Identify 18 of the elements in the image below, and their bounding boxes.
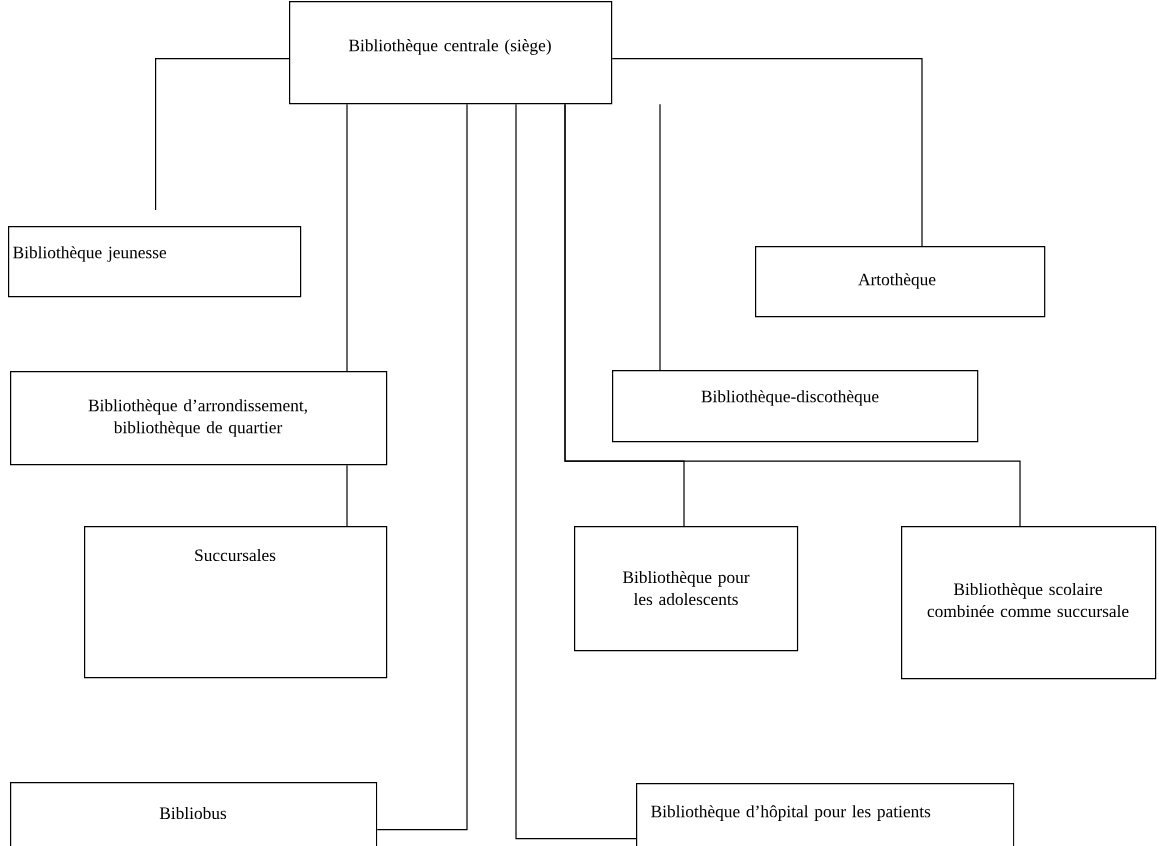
- library-box: Bibliothèque jeunesse: [8, 226, 302, 298]
- library-box: Bibliothèque centrale (siège): [289, 1, 613, 105]
- library-box: Bibliothèque d’arrondissement, bibliothèque de quartier: [10, 371, 388, 466]
- connector: [611, 58, 923, 247]
- connector: [346, 464, 348, 527]
- connector: [659, 103, 661, 371]
- connector: [515, 103, 637, 840]
- connector: [376, 103, 468, 831]
- connector: [564, 103, 1021, 527]
- connector: [346, 103, 348, 372]
- connector: [155, 58, 290, 211]
- library-box: Bibliothèque pour les adolescents: [574, 526, 799, 652]
- library-box: Bibliobus: [10, 782, 378, 846]
- library-box: Bibliothèque scolaire combinée comme succursale: [901, 526, 1157, 680]
- library-box: Succursales: [84, 526, 388, 679]
- library-box: Artothèque: [755, 246, 1046, 318]
- library-box: Bibliothèque d’hôpital pour les patients: [636, 783, 1015, 846]
- library-box: Bibliothèque-discothèque: [612, 370, 979, 443]
